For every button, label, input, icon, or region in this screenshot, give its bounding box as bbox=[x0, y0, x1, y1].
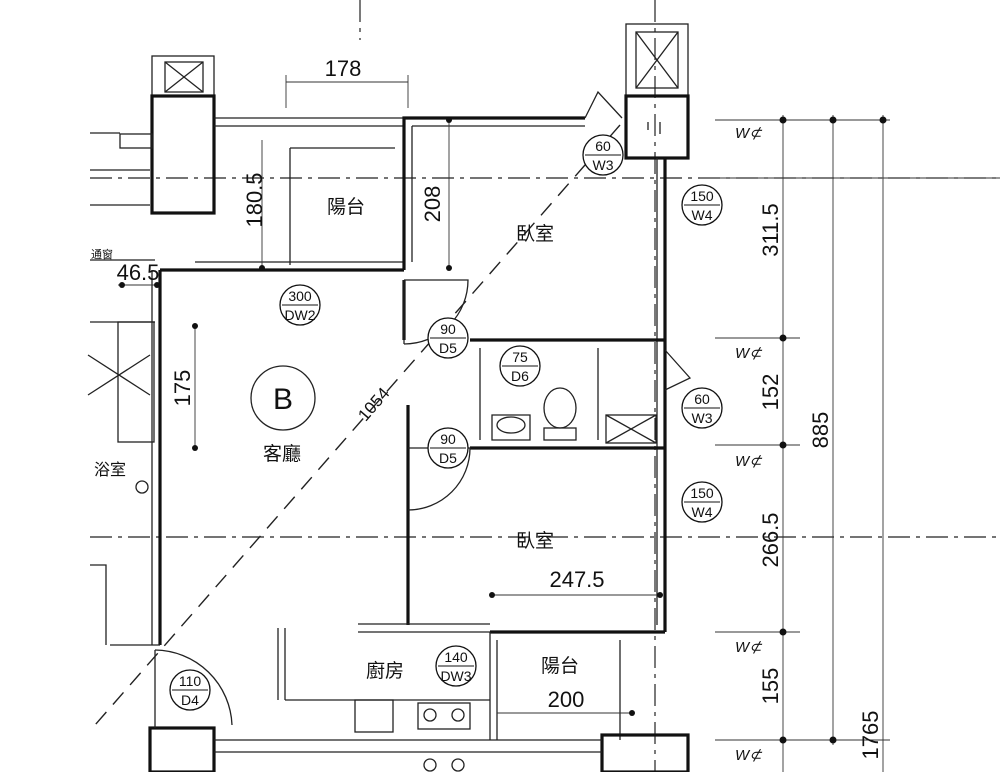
opening-tag-code: W4 bbox=[692, 504, 713, 520]
opening-tag-size: 150 bbox=[690, 188, 714, 204]
room-kitchen: 廚房 bbox=[366, 659, 404, 682]
grid-bubble: B bbox=[250, 365, 316, 431]
opening-tag-size: 150 bbox=[690, 485, 714, 501]
inner-dimensions bbox=[118, 75, 663, 716]
opening-tag-code: D5 bbox=[439, 450, 457, 466]
opening-tag-size: 60 bbox=[595, 138, 611, 154]
opening-tag-size: 300 bbox=[288, 288, 312, 304]
room-balcony-top: 陽台 bbox=[327, 196, 365, 218]
duct-top-right bbox=[624, 23, 690, 160]
diagonal-dimension-line bbox=[94, 124, 621, 726]
dim-right-1: 311.5 bbox=[758, 203, 783, 256]
opening-tag-code: W3 bbox=[593, 157, 614, 173]
opening-tag-code: W4 bbox=[692, 207, 713, 223]
axis-mark-1: W⊄ bbox=[735, 125, 763, 142]
opening-tag-code: D4 bbox=[181, 692, 199, 708]
room-left-label: 通窗 bbox=[91, 247, 113, 261]
axis-mark-4: W⊄ bbox=[735, 639, 763, 656]
dim-balcony-depth: 208 bbox=[420, 186, 445, 223]
opening-tag-code: D6 bbox=[511, 368, 529, 384]
duct-top-left bbox=[119, 55, 216, 215]
room-living: 客廳 bbox=[263, 443, 301, 465]
opening-tag-code: W3 bbox=[692, 410, 713, 426]
doors bbox=[154, 90, 692, 728]
axis-lines bbox=[90, 0, 1000, 772]
axis-mark-3: W⊄ bbox=[735, 453, 763, 470]
opening-tag-code: DW3 bbox=[440, 668, 471, 684]
opening-tag-size: 75 bbox=[512, 349, 528, 365]
opening-tag-code: D5 bbox=[439, 340, 457, 356]
room-left: 浴室 bbox=[94, 461, 126, 479]
dim-balcony-bottom-width: 200 bbox=[548, 687, 585, 712]
right-dimension-chain bbox=[700, 115, 1000, 772]
dim-right-3: 266.5 bbox=[758, 512, 783, 567]
dim-living-depth: 175 bbox=[170, 370, 195, 407]
opening-tag-size: 110 bbox=[179, 673, 202, 689]
neighbour-left bbox=[87, 132, 155, 645]
opening-tag-size: 90 bbox=[440, 431, 456, 447]
bathroom-fixtures bbox=[491, 387, 657, 444]
opening-tag-code: DW2 bbox=[284, 307, 315, 323]
dim-top-width: 178 bbox=[325, 56, 362, 81]
opening-tag-size: 140 bbox=[444, 649, 468, 665]
dim-right-total: 885 bbox=[808, 412, 833, 449]
dim-right-overall: 1765 bbox=[858, 711, 883, 760]
walls bbox=[110, 116, 690, 772]
dim-balcony-height: 180.5 bbox=[242, 172, 267, 227]
room-bedroom-bottom: 臥室 bbox=[516, 530, 554, 552]
axis-mark-5: W⊄ bbox=[735, 747, 763, 764]
dim-right-4: 155 bbox=[758, 668, 783, 705]
opening-tag-size: 90 bbox=[440, 321, 456, 337]
dim-right-2: 152 bbox=[758, 374, 783, 411]
axis-mark-2: W⊄ bbox=[735, 345, 763, 362]
dim-left-offset: 46.5 bbox=[117, 260, 160, 285]
dim-bedroom-width: 247.5 bbox=[549, 567, 604, 592]
room-balcony-bottom: 陽台 bbox=[541, 655, 579, 677]
room-bedroom-top: 臥室 bbox=[516, 223, 554, 245]
opening-tags: 60W3150W4300DW290D575D660W390D5150W4140D… bbox=[169, 134, 723, 711]
opening-tag-size: 60 bbox=[694, 391, 710, 407]
grid-letter: B bbox=[273, 383, 293, 416]
